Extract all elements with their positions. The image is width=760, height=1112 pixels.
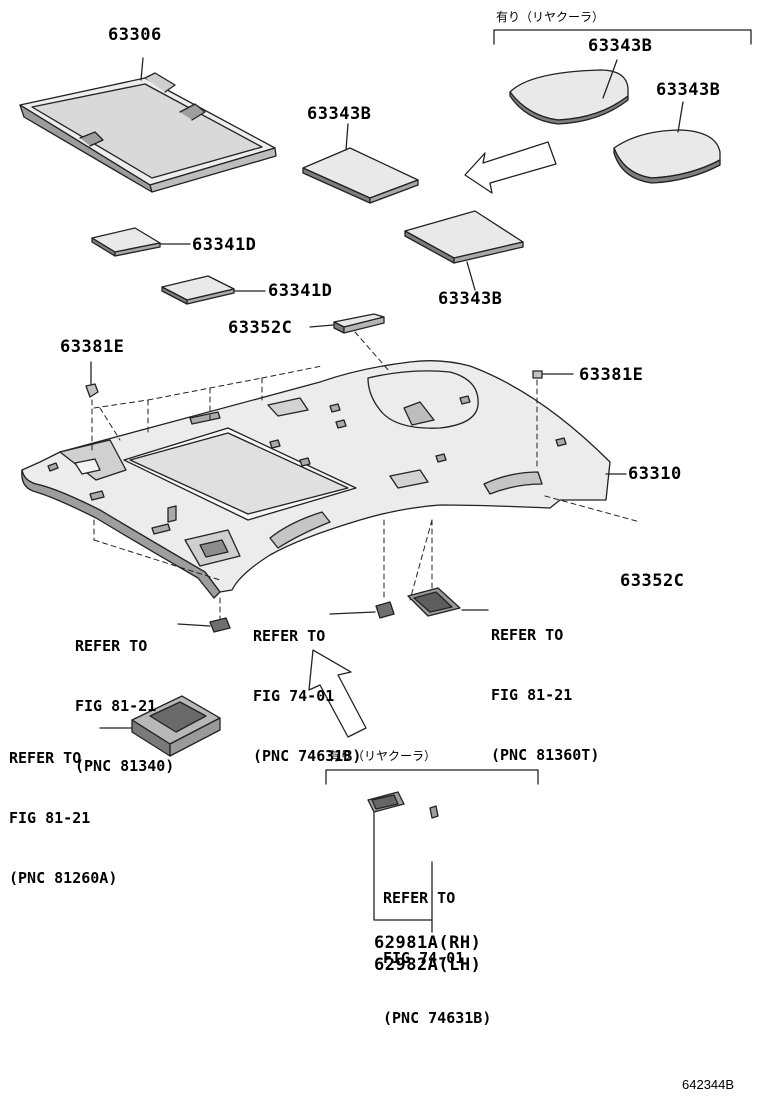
part-number-63352c-bottom: 63352C — [620, 571, 685, 591]
sunshade-assembly-drawing — [19, 57, 277, 193]
reference-74631b-low-line2: FIG 74-01 — [383, 949, 465, 967]
reference-81340-line3: (PNC 81340) — [75, 757, 175, 775]
reference-81260a-line3: (PNC 81260A) — [9, 869, 118, 887]
lamp-81360t-drawing — [407, 587, 489, 617]
console-81260a-drawing — [99, 695, 221, 757]
rear-cooler-note-bottom: 有り（リヤクーラ） — [328, 749, 437, 763]
reference-74631b-low-line1: REFER TO — [383, 889, 456, 907]
pad-63343b-top-right-drawing — [493, 29, 752, 125]
reference-74631b-mid-line3: (PNC 74631B) — [253, 747, 362, 765]
clip-63381e-left-drawing — [85, 361, 99, 398]
reference-81360t: REFER TO FIG 81-21 (PNC 81360T) — [491, 585, 599, 785]
part-number-63306: 63306 — [108, 25, 162, 45]
headliner-drawing — [21, 360, 627, 599]
reference-81260a-line1: REFER TO — [9, 749, 82, 767]
reference-81340-line2: FIG 81-21 — [75, 697, 157, 715]
lamp-74631b-mid-drawing — [329, 601, 395, 619]
part-number-62982a-lh: 62982A(LH) — [374, 955, 482, 975]
direction-arrow-upper — [464, 141, 557, 194]
rear-cooler-note-top: 有り（リヤクーラ） — [496, 10, 605, 24]
part-number-63343b-mid: 63343B — [307, 104, 372, 124]
pad-63341d-a-drawing — [91, 227, 191, 257]
pad-63343b-right-drawing — [613, 101, 721, 184]
diagram-code: 642344B — [682, 1077, 735, 1092]
reference-74631b-mid-line1: REFER TO — [253, 627, 326, 645]
part-number-63310: 63310 — [628, 464, 682, 484]
reference-74631b-low-line3: (PNC 74631B) — [383, 1009, 492, 1027]
part-number-63341d-a: 63341D — [192, 235, 257, 255]
reference-81340-line1: REFER TO — [75, 637, 148, 655]
pad-63341d-b-drawing — [161, 275, 266, 305]
leader-lines-dashed — [91, 331, 641, 623]
lamp-81340-drawing — [177, 617, 231, 633]
pad-63352c-top-drawing — [309, 313, 385, 334]
part-number-63343b-lower: 63343B — [438, 289, 503, 309]
rear-cooler-parts-drawing — [325, 769, 539, 933]
reference-81260a-line2: FIG 81-21 — [9, 809, 91, 827]
reference-74631b-mid-line2: FIG 74-01 — [253, 687, 335, 705]
reference-81360t-line1: REFER TO — [491, 626, 564, 644]
reference-81340: REFER TO FIG 81-21 (PNC 81340) — [75, 596, 174, 796]
pad-63343b-lower-drawing — [404, 210, 524, 291]
part-number-63341d-b: 63341D — [268, 281, 333, 301]
pad-63343b-mid-drawing — [302, 123, 419, 204]
part-number-63343b-right: 63343B — [656, 80, 721, 100]
reference-74631b-low: REFER TO FIG 74-01 (PNC 74631B) — [383, 848, 491, 1048]
reference-81260a: REFER TO FIG 81-21 (PNC 81260A) — [9, 708, 117, 908]
reference-81360t-line3: (PNC 81360T) — [491, 746, 600, 764]
direction-arrow-lower — [308, 649, 367, 738]
part-number-63381e-left: 63381E — [60, 337, 125, 357]
part-number-63381e-right: 63381E — [579, 365, 644, 385]
reference-74631b-mid: REFER TO FIG 74-01 (PNC 74631B) — [253, 586, 361, 786]
part-number-63352c-top: 63352C — [228, 318, 293, 338]
clip-63381e-right-drawing — [532, 370, 574, 379]
reference-81360t-line2: FIG 81-21 — [491, 686, 573, 704]
part-number-63343b-top-right: 63343B — [588, 36, 653, 56]
part-number-62981a-rh: 62981A(RH) — [374, 933, 482, 953]
